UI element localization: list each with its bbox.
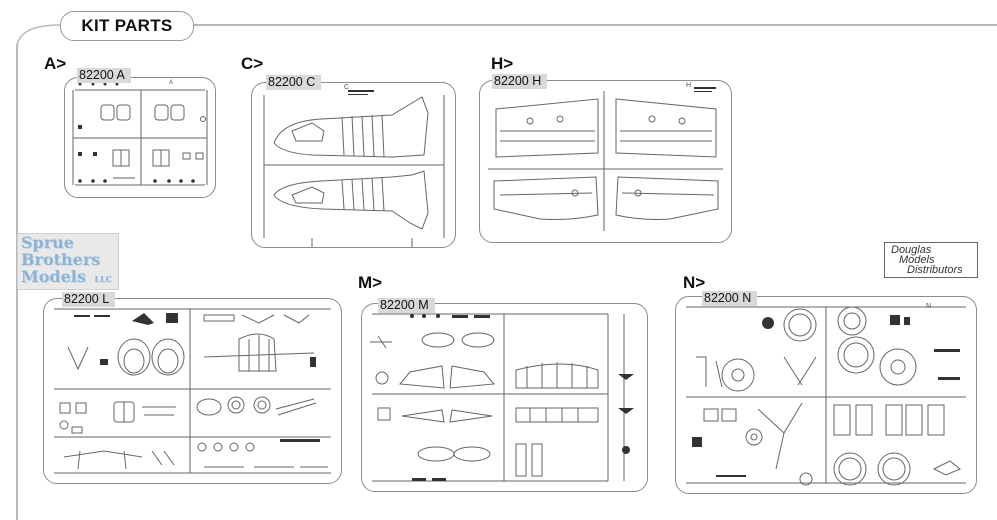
sprue-h: 82200 H H [479, 74, 732, 243]
sprue-brothers-line3-text: Models [21, 267, 86, 286]
sprue-brothers-line2: Brothers [21, 250, 101, 269]
sprue-c-code: 82200 C [266, 75, 322, 90]
sheet-label-h: H> [491, 54, 514, 73]
sprue-n-tag-letter: N [926, 303, 932, 310]
sheet-label-a: A> [44, 54, 67, 73]
douglas-line3: Distributors [907, 264, 963, 276]
sprue-a-tag-letter: A [169, 80, 174, 86]
frame-left-line [16, 44, 18, 520]
sprue-brothers-logo: Sprue Brothers Models LLC [17, 233, 119, 290]
sprue-a-code: 82200 A [77, 68, 131, 83]
sheet-label-n: N> [683, 273, 706, 292]
sprue-brothers-suffix: LLC [94, 274, 113, 284]
frame-top-line [190, 24, 997, 26]
sprue-a-parts [72, 82, 208, 186]
sprue-brothers-line3: Models LLC [18, 268, 118, 288]
page-title-text: KIT PARTS [81, 16, 173, 35]
sheet-label-c: C> [241, 54, 264, 73]
sprue-l: 82200 L [43, 292, 342, 484]
sprue-c-tag-letter: C [344, 84, 350, 91]
page-title: KIT PARTS [60, 11, 194, 41]
frame-corner [16, 24, 61, 47]
sprue-n: 82200 N N [675, 291, 977, 494]
sprue-h-parts [488, 87, 723, 231]
sprue-l-parts [54, 308, 331, 474]
douglas-line1: Douglas [891, 244, 932, 256]
douglas-models-logo: Douglas Models Distributors [884, 242, 978, 278]
sprue-brothers-line1: Sprue [21, 233, 74, 252]
sheet-label-m: M> [358, 273, 383, 292]
sprue-m: 82200 M [361, 298, 648, 492]
sprue-c-parts [263, 90, 445, 247]
sprue-a: 82200 A A [64, 68, 216, 198]
sprue-n-parts [686, 306, 966, 486]
sprue-l-code: 82200 L [62, 292, 116, 307]
sprue-m-code: 82200 M [378, 298, 435, 313]
sprue-h-code: 82200 H [492, 74, 548, 89]
sprue-c: 82200 C C [251, 75, 456, 248]
douglas-line2: Models [899, 254, 935, 266]
sprue-m-parts [370, 313, 634, 482]
sprue-h-tag-letter: H [686, 82, 692, 89]
sprue-n-code: 82200 N [702, 291, 758, 306]
